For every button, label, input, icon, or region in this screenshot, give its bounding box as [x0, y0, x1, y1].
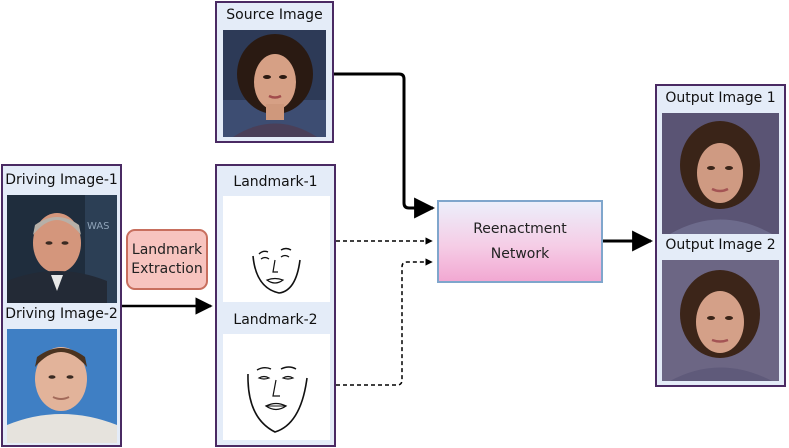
landmark-extraction-box: Landmark Extraction	[126, 229, 208, 290]
source-to-network-arrow	[334, 72, 436, 219]
svg-text:WAS: WAS	[87, 221, 110, 232]
driving-images-panel: Driving Image-1 WAS Driving Image-2	[1, 164, 122, 447]
landmark-1-title: Landmark-1	[233, 174, 318, 190]
reenactment-network-line-1: Reenactment	[473, 220, 567, 237]
output-image-2-title: Output Image 2	[665, 237, 776, 253]
landmark-extraction-line-2: Extraction	[131, 260, 203, 277]
landmark-2-to-network-arrow	[336, 258, 433, 386]
reenactment-network-line-2: Network	[490, 245, 550, 262]
landmark-sketch-2	[223, 334, 330, 440]
source-face-photo	[223, 30, 326, 137]
driving-face-photo-1: WAS	[7, 195, 117, 303]
driving-image-1-title: Driving Image-1	[5, 172, 118, 188]
output-face-photo-1	[662, 113, 779, 234]
output-image-1-title: Output Image 1	[665, 90, 776, 106]
driving-face-photo-2	[7, 329, 117, 443]
landmark-2-title: Landmark-2	[233, 312, 318, 328]
landmark-panel: Landmark-1 Landmark-2	[215, 164, 336, 447]
reenactment-network-box: Reenactment Network	[437, 200, 603, 283]
source-image-title: Source Image	[226, 7, 323, 23]
output-face-photo-2	[662, 260, 779, 381]
source-image-panel: Source Image	[215, 1, 334, 143]
landmark-extraction-line-1: Landmark	[131, 241, 203, 258]
landmark-sketch-1	[223, 196, 330, 302]
output-images-panel: Output Image 1 Output Image 2	[655, 84, 786, 387]
driving-image-2-title: Driving Image-2	[5, 306, 118, 322]
